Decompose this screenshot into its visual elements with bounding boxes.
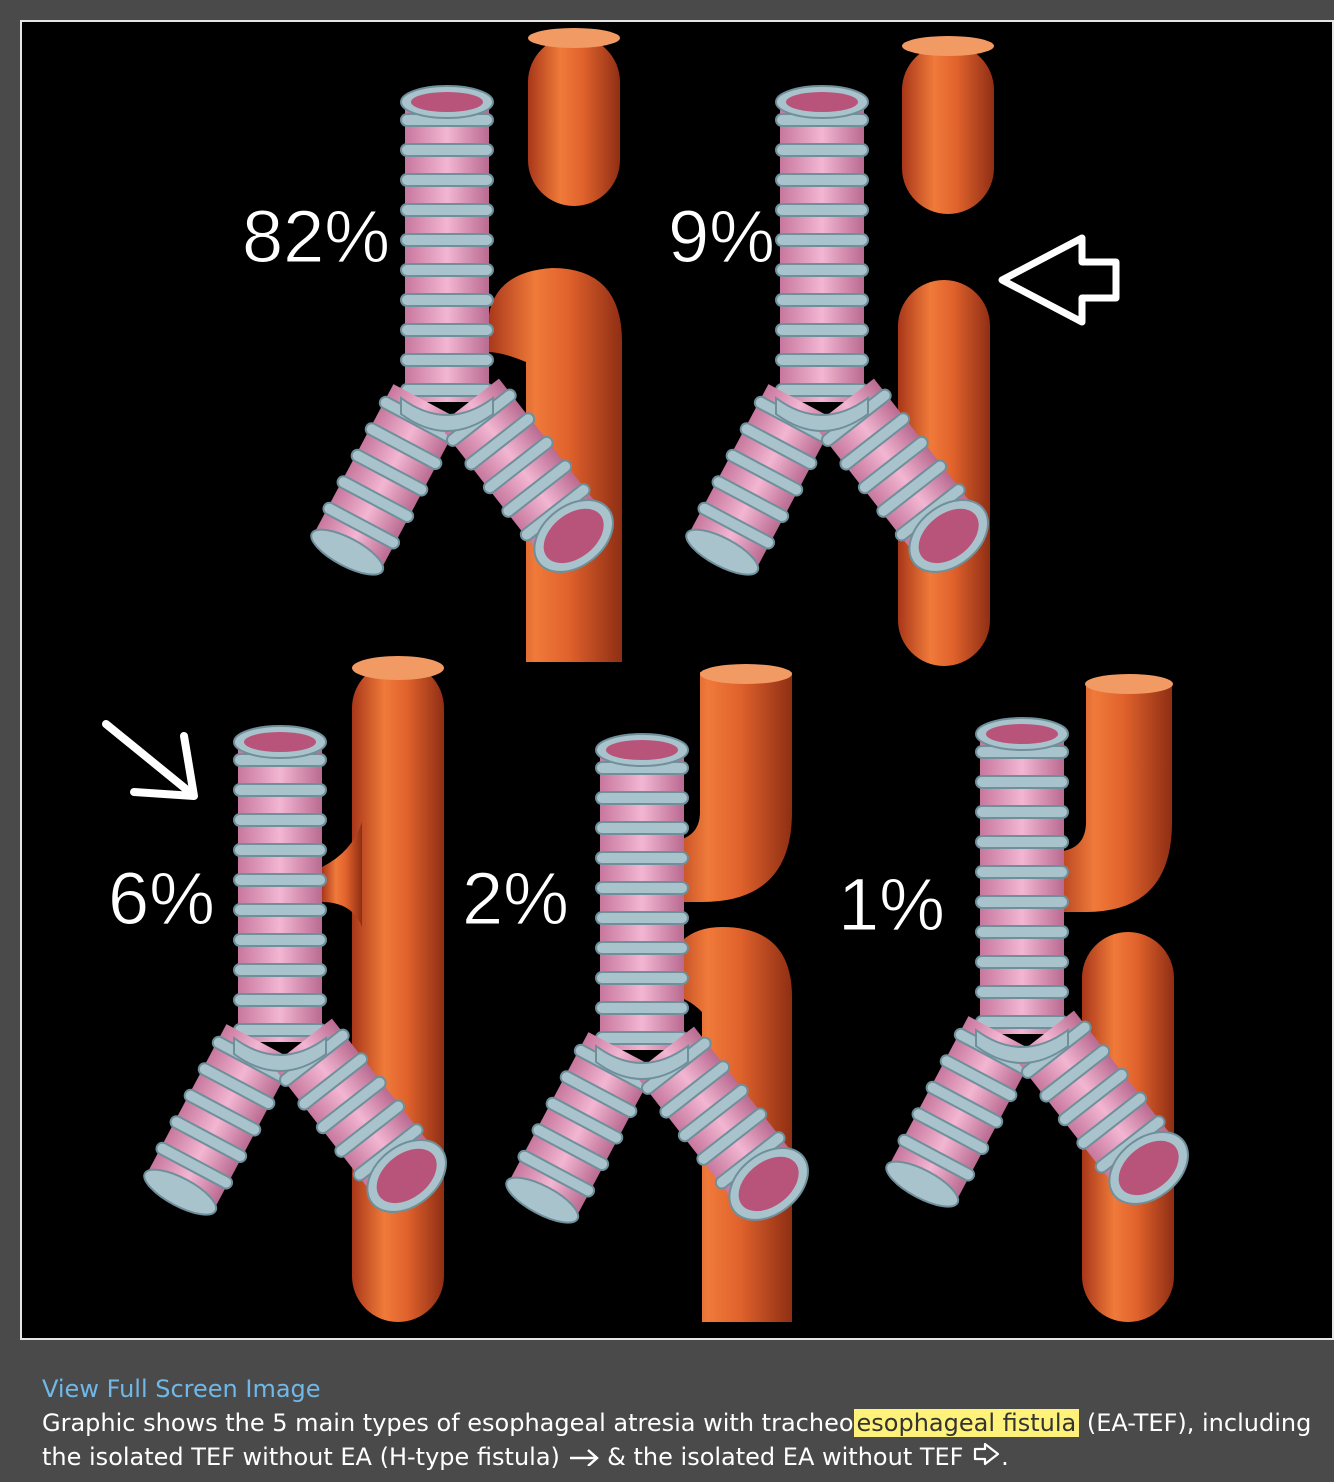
- arrow-icon: [102, 720, 198, 800]
- esophageal-atresia-illustration: 82% 9% 6% 2%: [102, 28, 1203, 1322]
- label-6-percent: 6%: [108, 857, 215, 940]
- type-d-diagram: [497, 664, 823, 1322]
- caption-text-after: (EA-TEF), including the isolated TEF wit…: [42, 1409, 1312, 1471]
- type-e-diagram: [877, 674, 1203, 1322]
- caption-text-mid: & the isolated EA without TEF: [599, 1443, 972, 1471]
- arrow-icon: [568, 1441, 600, 1475]
- view-full-screen-link[interactable]: View Full Screen Image: [42, 1375, 321, 1403]
- type-b-diagram: [677, 36, 1003, 666]
- figure-image[interactable]: 82% 9% 6% 2%: [20, 20, 1334, 1340]
- type-a-diagram: [302, 28, 628, 662]
- open-arrow-icon: [998, 234, 1120, 326]
- caption-text-end: .: [1001, 1443, 1009, 1471]
- figure-caption: View Full Screen Image Graphic shows the…: [42, 1372, 1312, 1475]
- label-82-percent: 82%: [242, 195, 390, 278]
- type-c-diagram: [135, 656, 461, 1322]
- search-highlight: esophageal fistula: [853, 1409, 1080, 1437]
- label-1-percent: 1%: [838, 863, 945, 946]
- label-9-percent: 9%: [668, 195, 775, 278]
- caption-text-before: Graphic shows the 5 main types of esopha…: [42, 1409, 854, 1437]
- label-2-percent: 2%: [462, 857, 569, 940]
- open-arrow-icon: [971, 1441, 1001, 1475]
